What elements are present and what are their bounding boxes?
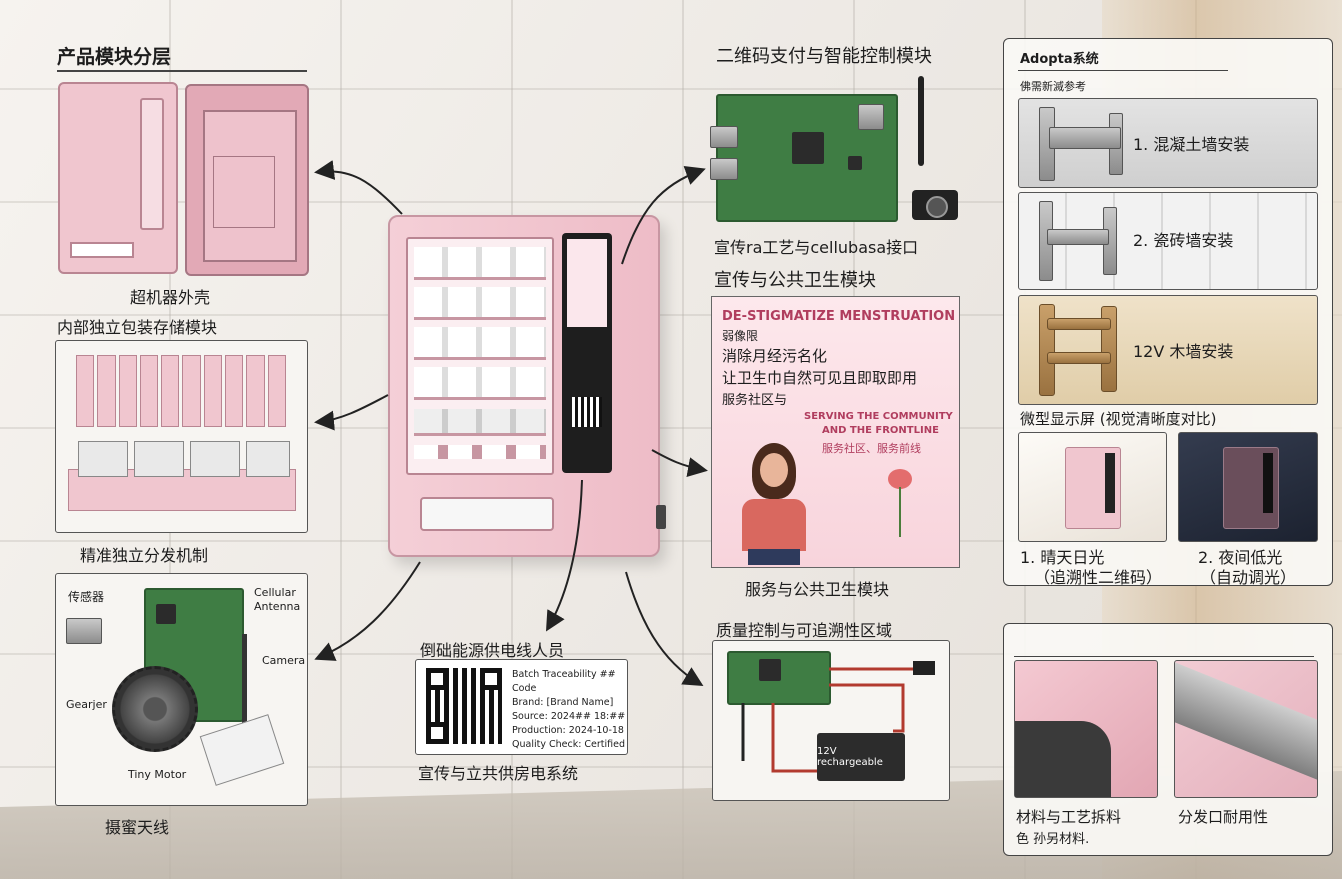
display-night-title: 2. 夜间低光 xyxy=(1198,548,1283,567)
adopta-title: Adopta系统 xyxy=(1020,52,1099,67)
flower-icon xyxy=(888,469,912,489)
title-underline xyxy=(57,70,307,72)
install-option-concrete[interactable]: 1. 混凝土墙安装 xyxy=(1018,98,1318,188)
product-window xyxy=(406,237,554,475)
shell-back-panel xyxy=(185,84,309,276)
micro-display-title: 微型显示屏 (视觉清晰度对比) xyxy=(1020,410,1217,428)
callout-sensor: 传感器 xyxy=(68,590,105,604)
install-option-tile[interactable]: 2. 瓷砖墙安装 xyxy=(1018,192,1318,290)
install-option-wood[interactable]: 12V 木墙安装 xyxy=(1018,295,1318,405)
callout-antenna: Antenna xyxy=(254,600,301,613)
qr-line-4: Production: 2024-10-18 xyxy=(512,725,624,736)
arrow-to-shell xyxy=(314,160,403,215)
material-closeup-image xyxy=(1014,660,1158,798)
antenna-icon xyxy=(918,76,924,166)
battery: 12V rechargeable xyxy=(817,733,905,781)
dispense-mechanism-illustration: 传感器 Cellular Antenna Camera Gearjer Tiny… xyxy=(55,573,308,806)
control-board-illustration xyxy=(710,94,898,222)
section-title-qr-payment: 二维码支付与智能控制模块 xyxy=(716,46,932,67)
callout-gear: Gearjer xyxy=(66,698,107,711)
outlet-label: 分发口耐用性 xyxy=(1178,808,1269,826)
label-dispense: 精准独立分发机制 xyxy=(80,546,209,565)
qr-line-5: Quality Check: Certified xyxy=(512,739,626,750)
label-interface: 宣传ra工艺与cellubasa接口 xyxy=(714,238,919,257)
section-title-product-layers: 产品模块分层 xyxy=(57,46,172,68)
woman-illustration xyxy=(734,443,814,565)
traceability-qr-card: Batch Traceability ## Code Brand: [Brand… xyxy=(415,659,628,755)
label-antenna: 摄蜜天线 xyxy=(105,818,170,837)
poster-en-1: SERVING THE COMMUNITY xyxy=(804,411,953,422)
section-title-promo: 宣传与公共卫生模块 xyxy=(714,270,876,291)
poster-line-2: 消除月经污名化 xyxy=(722,347,828,365)
shell-front-panel xyxy=(58,82,178,274)
plug-icon xyxy=(913,661,935,675)
label-storage: 内部独立包装存储模块 xyxy=(57,318,218,337)
arrow-to-qr xyxy=(545,479,583,632)
qr-line-2: Brand: [Brand Name] xyxy=(512,697,614,708)
poster-headline: DE-STIGMATIZE MENSTRUATION xyxy=(722,309,956,324)
label-quality: 质量控制与可追溯性区域 xyxy=(716,621,893,640)
poster-line-3: 让卫生巾自然可见且即取即用 xyxy=(722,369,918,387)
outlet-closeup-image xyxy=(1174,660,1318,798)
display-night-sub: （自动调光） xyxy=(1200,568,1297,587)
poster-line-1: 弱像限 xyxy=(722,329,759,343)
adapt-underline xyxy=(1014,656,1314,657)
poster-line-4: 服务社区与 xyxy=(722,393,788,408)
dispense-outlet[interactable] xyxy=(420,497,554,531)
control-screen[interactable] xyxy=(562,233,612,473)
material-label: 材料与工艺拆料 xyxy=(1016,808,1122,826)
install-concrete-label: 1. 混凝土墙安装 xyxy=(1133,135,1250,154)
label-service-module: 服务与公共卫生模块 xyxy=(745,580,890,599)
qr-line-1: Batch Traceability ## Code xyxy=(512,669,616,694)
material-sub: 色 孙另材料. xyxy=(1016,832,1090,847)
flower-stem xyxy=(899,487,901,537)
label-shell: 超机器外壳 xyxy=(130,288,211,307)
label-power-people: 倒础能源供电线人员 xyxy=(420,641,565,660)
display-day-title: 1. 晴天日光 xyxy=(1020,548,1105,567)
adopta-underline xyxy=(1018,70,1228,71)
poster-en-2: AND THE FRONTLINE xyxy=(822,425,939,436)
arrow-to-power xyxy=(625,571,704,687)
qr-line-3: Source: 2024## 18:## xyxy=(512,711,626,722)
label-power-system: 宣传与立共供房电系统 xyxy=(418,764,579,783)
adopta-subtitle: 佛需新滅参考 xyxy=(1020,80,1086,93)
poster-cn-tail: 服务社区、服务前线 xyxy=(822,442,921,455)
install-tile-label: 2. 瓷砖墙安装 xyxy=(1133,231,1234,250)
display-day-image xyxy=(1018,432,1167,542)
install-wood-label: 12V 木墙安装 xyxy=(1133,342,1234,361)
arrow-to-storage xyxy=(314,394,389,431)
vending-machine xyxy=(388,215,666,557)
awareness-poster: DE-STIGMATIZE MENSTRUATION 弱像限 消除月经污名化 让… xyxy=(711,296,960,568)
display-night-image xyxy=(1178,432,1318,542)
arrow-to-poster xyxy=(651,449,708,477)
storage-module-illustration xyxy=(55,340,308,533)
power-wiring-illustration: 12V rechargeable xyxy=(712,640,950,801)
arrow-to-board xyxy=(621,165,706,265)
camera-icon xyxy=(912,190,958,220)
qr-code-icon xyxy=(426,668,502,744)
display-day-sub: （追溯性二维码） xyxy=(1034,568,1163,587)
callout-motor: Tiny Motor xyxy=(128,768,187,781)
side-port xyxy=(656,505,666,529)
arrow-to-mechanism xyxy=(314,561,421,661)
callout-camera: Camera xyxy=(262,654,306,667)
callout-cellular: Cellular xyxy=(254,586,296,599)
